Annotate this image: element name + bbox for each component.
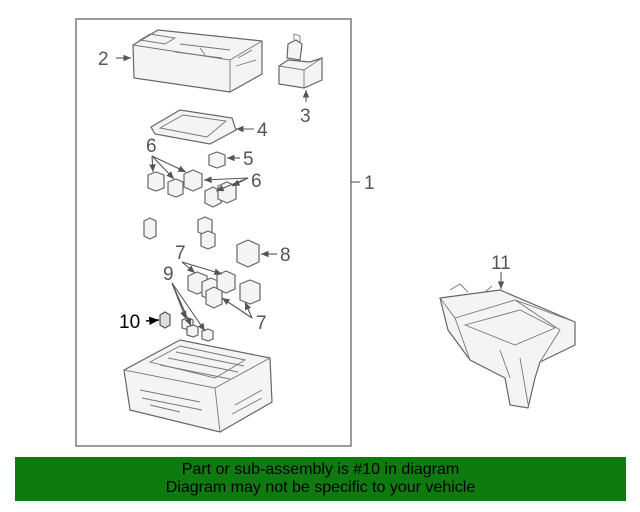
callout-9: 9 — [163, 264, 174, 285]
leader-6a-2 — [151, 155, 175, 180]
relay-group-lower — [187, 239, 261, 309]
callout-3: 3 — [300, 106, 311, 127]
fuse-box-cover — [132, 29, 263, 93]
callout-7-lower: 7 — [256, 313, 267, 334]
callout-8: 8 — [280, 245, 291, 266]
leader-7a-2 — [181, 261, 223, 275]
leader-6a-3 — [151, 155, 187, 173]
callout-11: 11 — [491, 253, 511, 274]
callout-10: 10 — [119, 312, 140, 333]
assembly-frame — [75, 18, 352, 447]
info-banner: Part or sub-assembly is #10 in diagram D… — [15, 457, 626, 501]
leader-9-2 — [171, 282, 192, 327]
mounting-tray — [439, 283, 576, 409]
callout-1: 1 — [364, 173, 375, 194]
banner-line-part: Part or sub-assembly is #10 in diagram — [181, 461, 460, 478]
leader-6b-1 — [203, 176, 249, 183]
leader-9-3 — [171, 282, 206, 332]
part-10-fuse — [159, 311, 171, 329]
leader-7b-1 — [221, 297, 253, 319]
callout-4: 4 — [257, 120, 268, 141]
small-fuses — [181, 317, 214, 342]
leader-10 — [145, 316, 160, 325]
leader-6b-3 — [231, 177, 249, 187]
connector-holder — [278, 33, 323, 89]
callout-2: 2 — [98, 49, 109, 70]
callout-5: 5 — [243, 149, 254, 170]
leader-7b-2 — [244, 301, 253, 319]
leader-7a-1 — [181, 261, 196, 274]
callout-7-upper: 7 — [175, 243, 186, 264]
fuse-box-body — [123, 339, 273, 433]
banner-line-disclaimer: Diagram may not be specific to your vehi… — [165, 479, 476, 496]
leader-6a-1 — [149, 155, 156, 173]
callout-6-right: 6 — [251, 171, 262, 192]
callout-6-upper: 6 — [146, 136, 157, 157]
relay-group-upper — [143, 151, 237, 250]
gasket — [150, 109, 237, 145]
